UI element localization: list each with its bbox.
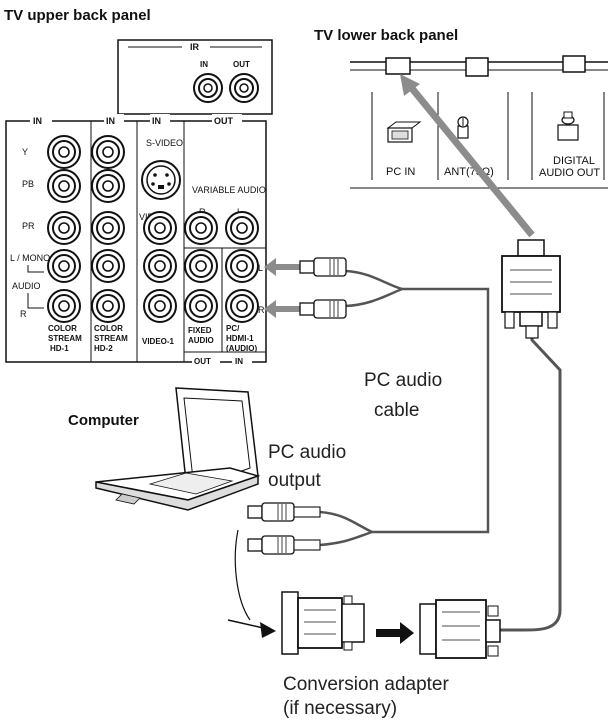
in-header-1: IN (33, 116, 42, 126)
s-video-label: S-VIDEO (146, 138, 183, 148)
rca-plug-upper-l (300, 258, 346, 276)
y-label: Y (22, 147, 28, 157)
r-label: R (20, 309, 27, 319)
pr-label: PR (22, 221, 35, 231)
variable-r-jack (185, 212, 217, 244)
video-jack (144, 212, 176, 244)
pb-jack (48, 170, 80, 202)
pc-r-jack (226, 290, 258, 322)
rca-plug-upper-r (300, 300, 346, 318)
ir-in-label: IN (200, 60, 208, 69)
ir-out-jack (230, 74, 258, 102)
vga-plug (502, 240, 560, 338)
y2-jack (92, 136, 124, 168)
computer-label: Computer (68, 412, 139, 429)
pb2-jack (92, 170, 124, 202)
audio-label: AUDIO (12, 281, 41, 291)
pc-in-port-icon (388, 122, 420, 142)
in-header-2: IN (106, 116, 115, 126)
ir-header: IR (190, 42, 200, 52)
jack-r-label: R (258, 305, 265, 315)
pr-jack (48, 212, 80, 244)
lower-panel-title: TV lower back panel (314, 27, 458, 44)
ir-in-jack (194, 74, 222, 102)
video1-l-jack (144, 250, 176, 282)
pb-label: PB (22, 179, 34, 189)
arrows (228, 74, 532, 644)
fixed-r-jack (185, 290, 217, 322)
ir-panel: IR IN OUT (118, 40, 272, 114)
bottom-in-label: IN (235, 357, 243, 366)
s-video-jack (142, 161, 180, 199)
upper-back-panel: IN IN IN OUT Y PB PR L / MONO AUDIO R S-… (6, 114, 266, 366)
l-mono-label: L / MONO (10, 253, 50, 263)
l-jack-1 (48, 250, 80, 282)
fixed-l-jack (185, 250, 217, 282)
vga-plug-bottom (420, 600, 500, 658)
conversion-adapter (282, 592, 364, 654)
variable-audio-label: VARIABLE AUDIO (192, 185, 266, 195)
digital-audio-port-icon (558, 112, 578, 140)
pr2-jack (92, 212, 124, 244)
pc-audio-cable-caption: PC audio cable (364, 370, 447, 421)
pc-audio-output-caption: PC audio output (268, 442, 351, 491)
r-jack-1 (48, 290, 80, 322)
jack-l-label: L (258, 263, 263, 273)
upper-panel-title: TV upper back panel (4, 7, 151, 24)
video-1-label: VIDEO-1 (142, 337, 175, 346)
bottom-out-label: OUT (194, 357, 211, 366)
y-jack (48, 136, 80, 168)
fixed-audio-label: FIXED AUDIO (188, 326, 214, 345)
antenna-port-icon (458, 117, 468, 138)
vga-cable (500, 335, 560, 630)
pc-in-label: PC IN (386, 166, 415, 178)
rca-plug-lower-r (248, 536, 320, 554)
out-header: OUT (214, 116, 234, 126)
conversion-adapter-caption: Conversion adapter (if necessary) (283, 674, 454, 719)
pc-l-jack (226, 250, 258, 282)
variable-l-jack (226, 212, 258, 244)
l-jack-2 (92, 250, 124, 282)
digital-audio-out-label: DIGITAL AUDIO OUT (539, 155, 600, 179)
in-header-3: IN (152, 116, 161, 126)
laptop-computer-icon (96, 388, 258, 510)
video1-r-jack (144, 290, 176, 322)
rca-plug-lower-l (248, 503, 320, 521)
r-jack-2 (92, 290, 124, 322)
ir-out-label: OUT (233, 60, 250, 69)
